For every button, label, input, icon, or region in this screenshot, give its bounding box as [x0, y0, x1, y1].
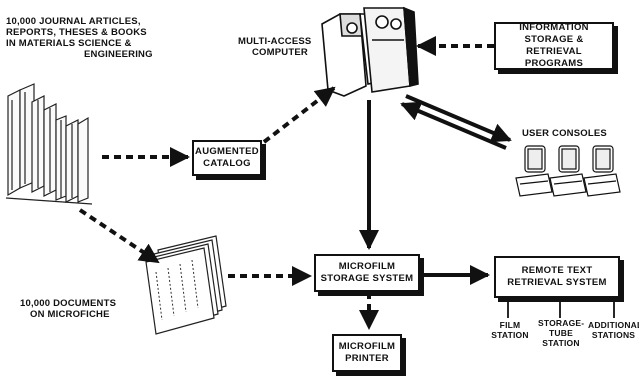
console-2-icon: [549, 145, 587, 197]
console-1-icon: [515, 145, 553, 197]
additional-stations-label: ADDITIONAL STATIONS: [588, 320, 639, 340]
computer-label: MULTI-ACCESS COMPUTER: [238, 36, 312, 58]
user-consoles-icon: [515, 145, 621, 197]
console-3-icon: [583, 145, 621, 197]
arrow-catalog-to-computer: [262, 86, 336, 144]
source-collection-label: 10,000 JOURNAL ARTICLES, REPORTS, THESES…: [6, 16, 153, 60]
user-consoles-label: USER CONSOLES: [522, 128, 607, 139]
microfilm-storage-box: MICROFILM STORAGE SYSTEM: [314, 254, 420, 292]
microfilm-printer-box: MICROFILM PRINTER: [332, 334, 402, 372]
augmented-catalog-box: AUGMENTED CATALOG: [192, 140, 262, 176]
arrow-books-to-microfiche: [78, 208, 160, 264]
microfiche-label: 10,000 DOCUMENTS ON MICROFICHE: [20, 298, 117, 320]
books-stack-icon: [5, 83, 93, 205]
microfiche-deck-icon: [145, 235, 227, 335]
isr-programs-box: INFORMATION STORAGE & RETRIEVAL PROGRAMS: [494, 22, 614, 70]
computer-cabinets-icon: [321, 6, 419, 97]
arrow-consoles-to-computer: [400, 101, 507, 150]
film-station-label: FILM STATION: [491, 320, 529, 340]
arrow-computer-to-consoles: [405, 94, 512, 143]
remote-text-retrieval-box: REMOTE TEXT RETRIEVAL SYSTEM: [494, 256, 620, 298]
storage-tube-station-label: STORAGE- TUBE STATION: [538, 318, 585, 348]
